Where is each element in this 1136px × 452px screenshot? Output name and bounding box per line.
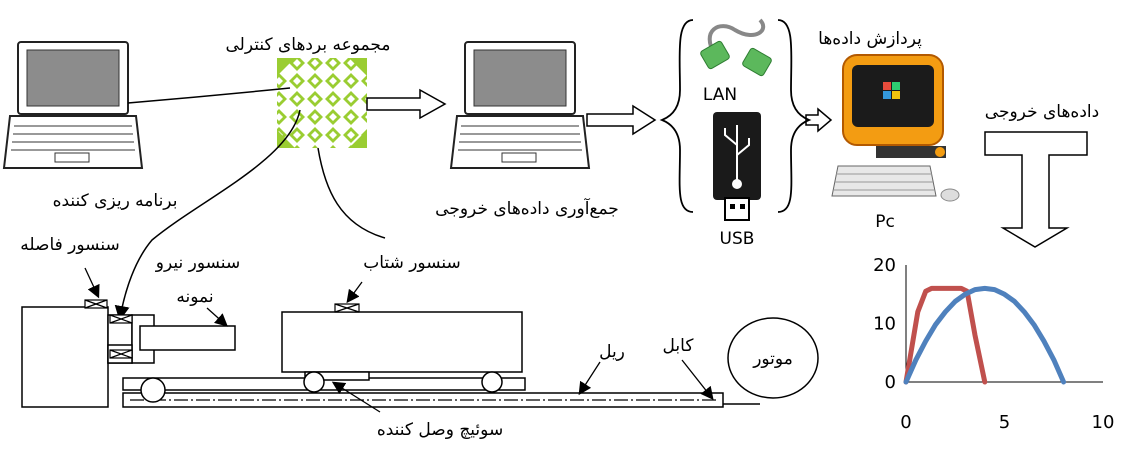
output-down-arrow <box>984 131 1088 248</box>
laptop-programmer-icon <box>2 41 144 169</box>
usb-stick-icon <box>713 112 761 221</box>
lan-cable-icon <box>700 18 772 77</box>
lan-label: LAN <box>703 85 737 105</box>
series-line-2 <box>903 285 1067 385</box>
output-collection-label: جمع‌آوری داده‌های خروجی <box>435 197 619 219</box>
output-data-label: داده‌های خروجی <box>985 102 1099 122</box>
y-tick-label: 10 <box>873 314 896 335</box>
right-brace <box>777 19 812 213</box>
data-processing-label: پردازش داده‌ها <box>818 29 922 49</box>
specimen-bar <box>139 325 236 351</box>
output-chart: 0 10 20 0 5 10 <box>873 255 1114 433</box>
laptop-data-collection-icon <box>449 41 591 169</box>
motor-circle <box>727 317 819 399</box>
laptop-board-line <box>127 87 291 104</box>
switch-pointer <box>331 381 381 413</box>
distance-pointer <box>84 267 100 299</box>
fixed-base-block <box>21 306 109 408</box>
board-accel-line <box>317 147 386 239</box>
wheel-left <box>140 377 166 403</box>
accel-pointer <box>346 281 363 304</box>
cable-label: کابل <box>663 336 695 356</box>
moving-cart <box>281 311 523 373</box>
rail-label: ریل <box>599 342 625 362</box>
programmer-label: برنامه ریزی کننده <box>53 191 178 211</box>
board-force-sensor-line <box>114 109 301 321</box>
left-brace <box>659 19 694 213</box>
cable-pointer <box>681 359 714 401</box>
usb-label: USB <box>720 229 755 249</box>
control-boards-label: مجموعه بردهای کنترلی <box>226 35 391 55</box>
x-tick-label: 0 <box>900 412 911 433</box>
series-line-1 <box>903 285 988 385</box>
cart-wheel-2 <box>481 371 503 393</box>
arrow-board-to-laptop <box>366 88 447 120</box>
cart-wheel-1 <box>303 371 325 393</box>
motor-label: موتور <box>752 349 793 369</box>
specimen-label: نمونه <box>176 287 213 307</box>
test-rig <box>21 306 819 408</box>
rail-pointer <box>578 361 601 396</box>
force-sensor-label: سنسور نیرو <box>155 253 240 273</box>
connector-switch-label: سوئیچ وصل کننده <box>377 420 503 440</box>
x-tick-label: 5 <box>999 412 1010 433</box>
arrow-laptop-to-links <box>586 104 657 136</box>
pc-label: Pc <box>875 212 895 232</box>
control-board-icon <box>277 58 367 148</box>
pc-computer-icon <box>831 54 960 202</box>
y-tick-label: 20 <box>873 255 896 276</box>
accel-sensor-label: سنسور شتاب <box>363 253 461 273</box>
distance-sensor-label: سنسور فاصله <box>20 235 119 255</box>
arrow-links-to-pc <box>805 107 833 133</box>
specimen-pointer <box>206 307 228 327</box>
x-tick-label: 10 <box>1092 412 1115 433</box>
y-tick-label: 0 <box>885 372 896 393</box>
